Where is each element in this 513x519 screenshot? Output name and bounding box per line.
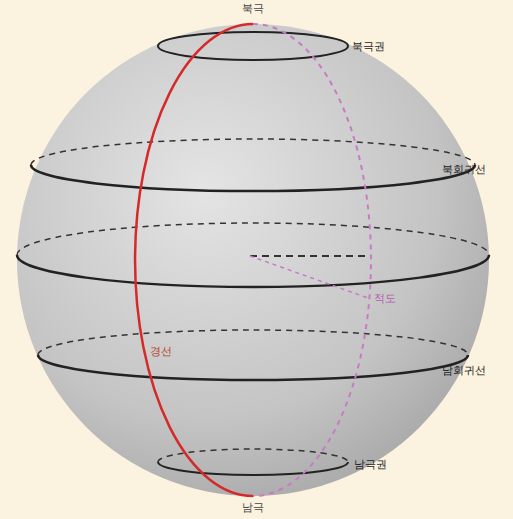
pole-label: 남극: [240, 501, 266, 514]
arctic-circle-line: [158, 32, 348, 60]
antarctic-circle-line: [158, 462, 348, 475]
equator-label: 적도: [372, 292, 398, 305]
tropic-cancer-line: [31, 165, 475, 191]
latitude-back: [17, 223, 489, 255]
latitude-label: 북회귀선: [440, 163, 488, 176]
back-meridian: [253, 24, 371, 496]
radius-line: [250, 255, 368, 257]
latitude-label: 남극권: [352, 458, 389, 471]
angle-line: [250, 256, 368, 298]
tropic-capricorn-line: [38, 355, 468, 380]
latitude-back: [31, 139, 475, 165]
latitude-back: [38, 330, 468, 355]
prime-meridian: [135, 24, 253, 496]
sphere: [17, 24, 489, 496]
meridian-label: 경선: [148, 345, 174, 358]
equator-line: [17, 255, 489, 287]
pole-label: 북극: [240, 2, 266, 15]
latitude-label: 북극권: [350, 40, 387, 53]
latitude-label: 남회귀선: [440, 364, 488, 377]
